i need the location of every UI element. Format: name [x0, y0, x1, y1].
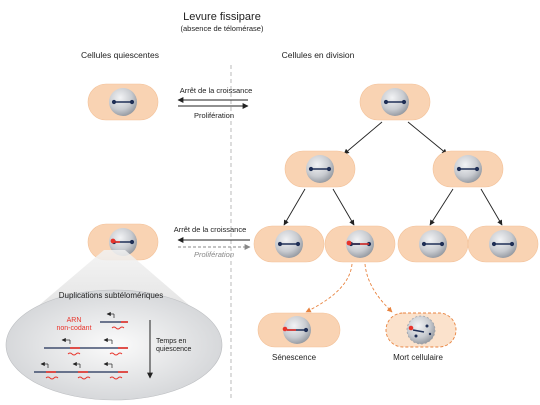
dividing-cell-gen3-3 [397, 225, 469, 263]
senescent-cell [257, 312, 341, 348]
arrow-top-forward-label: Arrêt de la croissance [180, 86, 253, 95]
tree-arrow [332, 188, 355, 226]
rna-label-line1: ARN [67, 317, 82, 324]
right-header: Cellules en division [282, 50, 355, 60]
fate-arrow-senescence [305, 263, 353, 313]
zoom-bubble [5, 289, 223, 401]
tree-arrow [407, 121, 448, 155]
left-header: Cellules quiescentes [81, 50, 159, 60]
dividing-cell-gen3-4 [467, 225, 539, 263]
dividing-cell-gen2-right [432, 150, 504, 188]
death-label: Mort cellulaire [393, 353, 443, 362]
tree-arrow [343, 121, 383, 155]
tree-arrow [283, 188, 306, 226]
subtitle: (absence de télomérase) [181, 24, 264, 33]
dividing-cell-gen2-left [284, 150, 356, 188]
zoom-title: Duplications subtélomériques [59, 291, 164, 300]
fate-arrow-death [364, 263, 393, 313]
chromosome-end-row2 [44, 337, 128, 356]
tree-arrow [480, 188, 503, 226]
quiescent-cell-middle [87, 223, 159, 261]
quiescent-cell-top [87, 83, 159, 121]
chromosome-end-row3 [34, 361, 128, 380]
tree-arrow [429, 188, 454, 226]
dividing-cell-gen3-2-damaged [324, 225, 396, 263]
time-label-line1: Temps en [156, 338, 186, 345]
arrow-mid-forward-label: Arrêt de la croissance [174, 225, 247, 234]
arrow-mid-back-label: Prolifération [194, 250, 234, 259]
chromosome-end-row1 [100, 311, 128, 330]
dividing-cell-root [359, 83, 431, 121]
time-label-line2: quiescence [156, 346, 192, 353]
dying-cell [385, 312, 457, 348]
senescence-label: Sénescence [272, 353, 317, 362]
rna-label-line2: non-codant [56, 325, 91, 332]
arrow-top-back-label: Prolifération [194, 111, 234, 120]
title: Levure fissipare [183, 11, 261, 23]
dividing-cell-gen3-1 [253, 225, 325, 263]
